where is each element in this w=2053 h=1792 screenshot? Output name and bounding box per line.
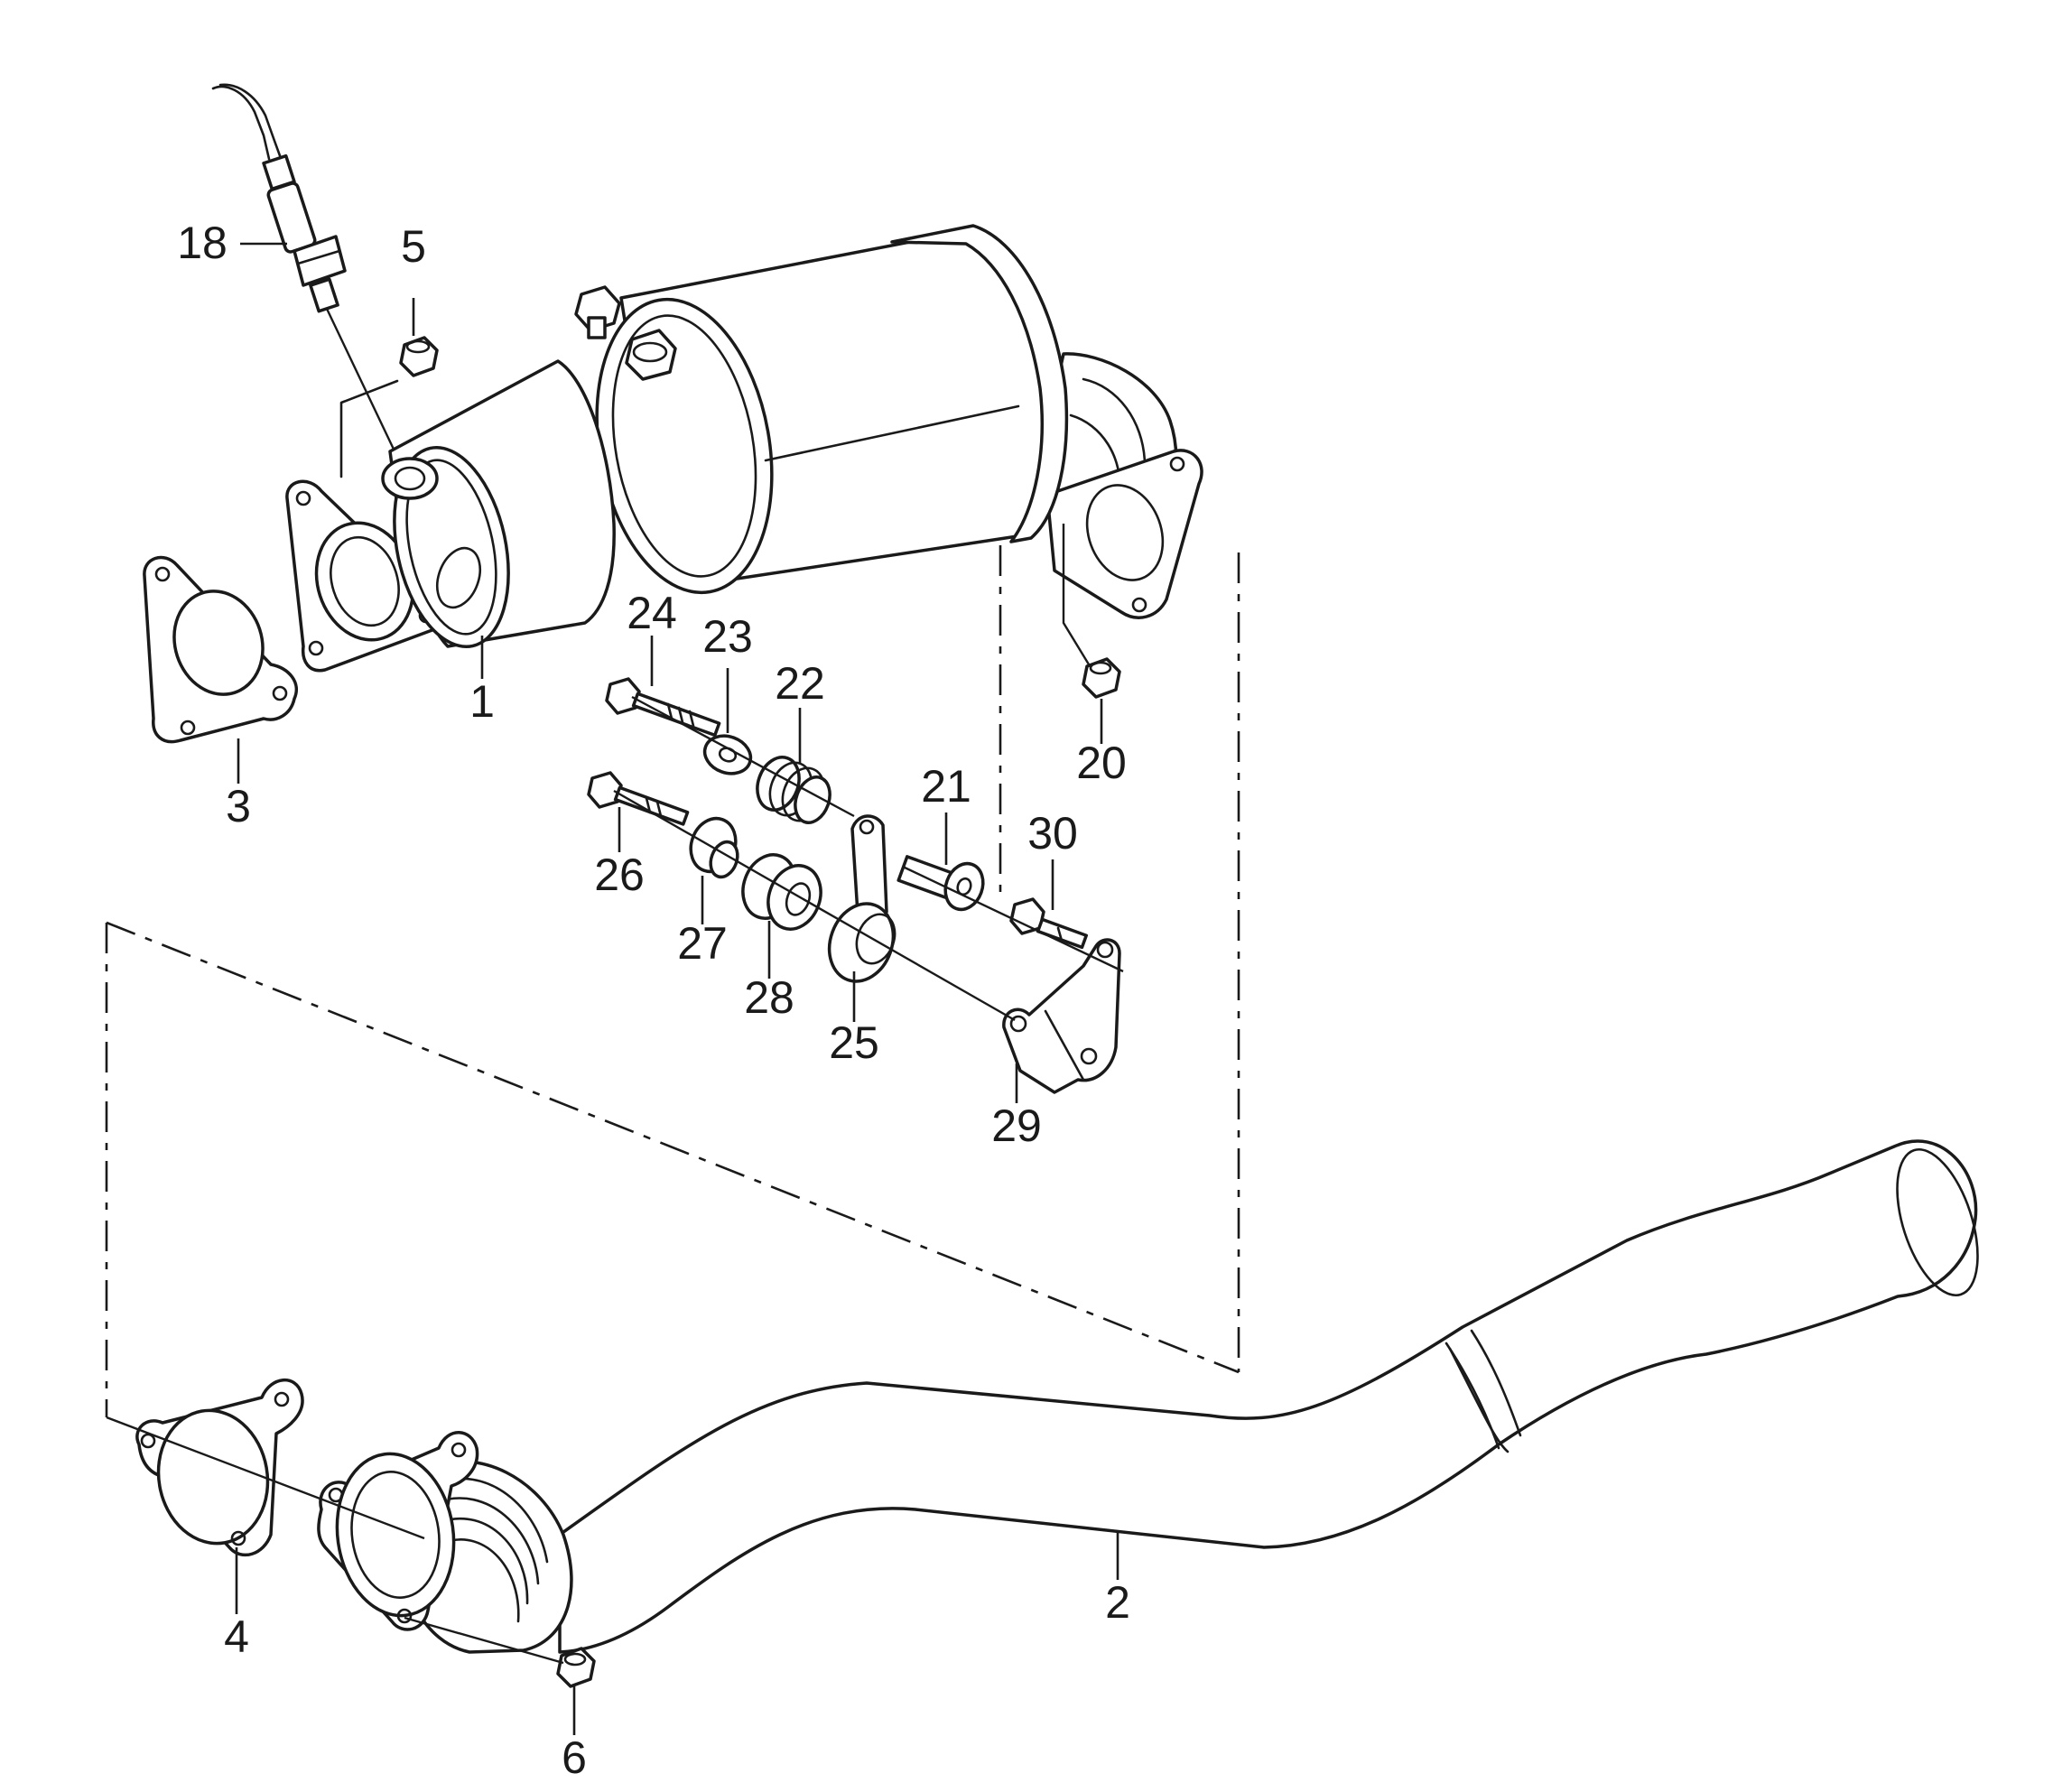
bushing-27[interactable] bbox=[683, 812, 743, 881]
callout-30: 30 bbox=[1027, 808, 1078, 859]
callout-21: 21 bbox=[921, 761, 971, 812]
callout-27: 27 bbox=[677, 918, 728, 969]
leader-lines bbox=[235, 242, 1119, 1735]
nut-20[interactable] bbox=[1082, 657, 1121, 699]
callout-6: 6 bbox=[562, 1732, 587, 1783]
bolt-30[interactable] bbox=[1009, 897, 1089, 950]
assembly-dash-lines bbox=[105, 486, 1240, 1417]
callout-23: 23 bbox=[702, 611, 753, 662]
mount-axis-lower bbox=[613, 789, 1016, 1022]
mount-axis-right bbox=[902, 865, 1124, 973]
callout-25: 25 bbox=[829, 1017, 879, 1068]
gasket-4[interactable] bbox=[135, 1378, 304, 1557]
callout-22: 22 bbox=[775, 658, 825, 709]
callout-3: 3 bbox=[226, 781, 251, 831]
spacer-21[interactable] bbox=[896, 855, 989, 915]
nut-6[interactable] bbox=[556, 1647, 596, 1688]
bracket-25[interactable] bbox=[819, 814, 904, 990]
callout-1: 1 bbox=[469, 676, 495, 727]
front-pipe[interactable] bbox=[317, 1139, 1993, 1654]
inlet-flange[interactable] bbox=[285, 379, 445, 673]
nut-5[interactable] bbox=[399, 336, 439, 377]
nut-20-axis bbox=[1062, 524, 1091, 665]
callout-28: 28 bbox=[744, 972, 794, 1023]
callout-5: 5 bbox=[401, 221, 426, 272]
callout-2: 2 bbox=[1105, 1577, 1130, 1628]
callout-24: 24 bbox=[627, 588, 677, 638]
bolt-24[interactable] bbox=[605, 677, 721, 738]
callout-labels: 18 5 1 3 24 23 22 21 20 30 26 27 28 25 2… bbox=[177, 218, 1130, 1783]
callout-26: 26 bbox=[594, 850, 645, 900]
callout-20: 20 bbox=[1076, 738, 1127, 788]
mount-axis-upper bbox=[631, 695, 855, 818]
callout-18: 18 bbox=[177, 218, 228, 268]
hanger-bracket-29[interactable] bbox=[1002, 938, 1121, 1094]
nut-6-axis bbox=[404, 1616, 564, 1665]
callout-4: 4 bbox=[224, 1611, 249, 1662]
flange-axis bbox=[106, 1416, 425, 1540]
callout-29: 29 bbox=[991, 1100, 1042, 1151]
rubber-mount-28[interactable] bbox=[734, 848, 829, 937]
gasket-3[interactable] bbox=[143, 555, 298, 744]
oxygen-sensor[interactable] bbox=[211, 83, 347, 313]
spring-22[interactable] bbox=[750, 751, 836, 827]
bolt-26[interactable] bbox=[587, 771, 690, 826]
catalytic-converter[interactable] bbox=[377, 224, 1203, 657]
